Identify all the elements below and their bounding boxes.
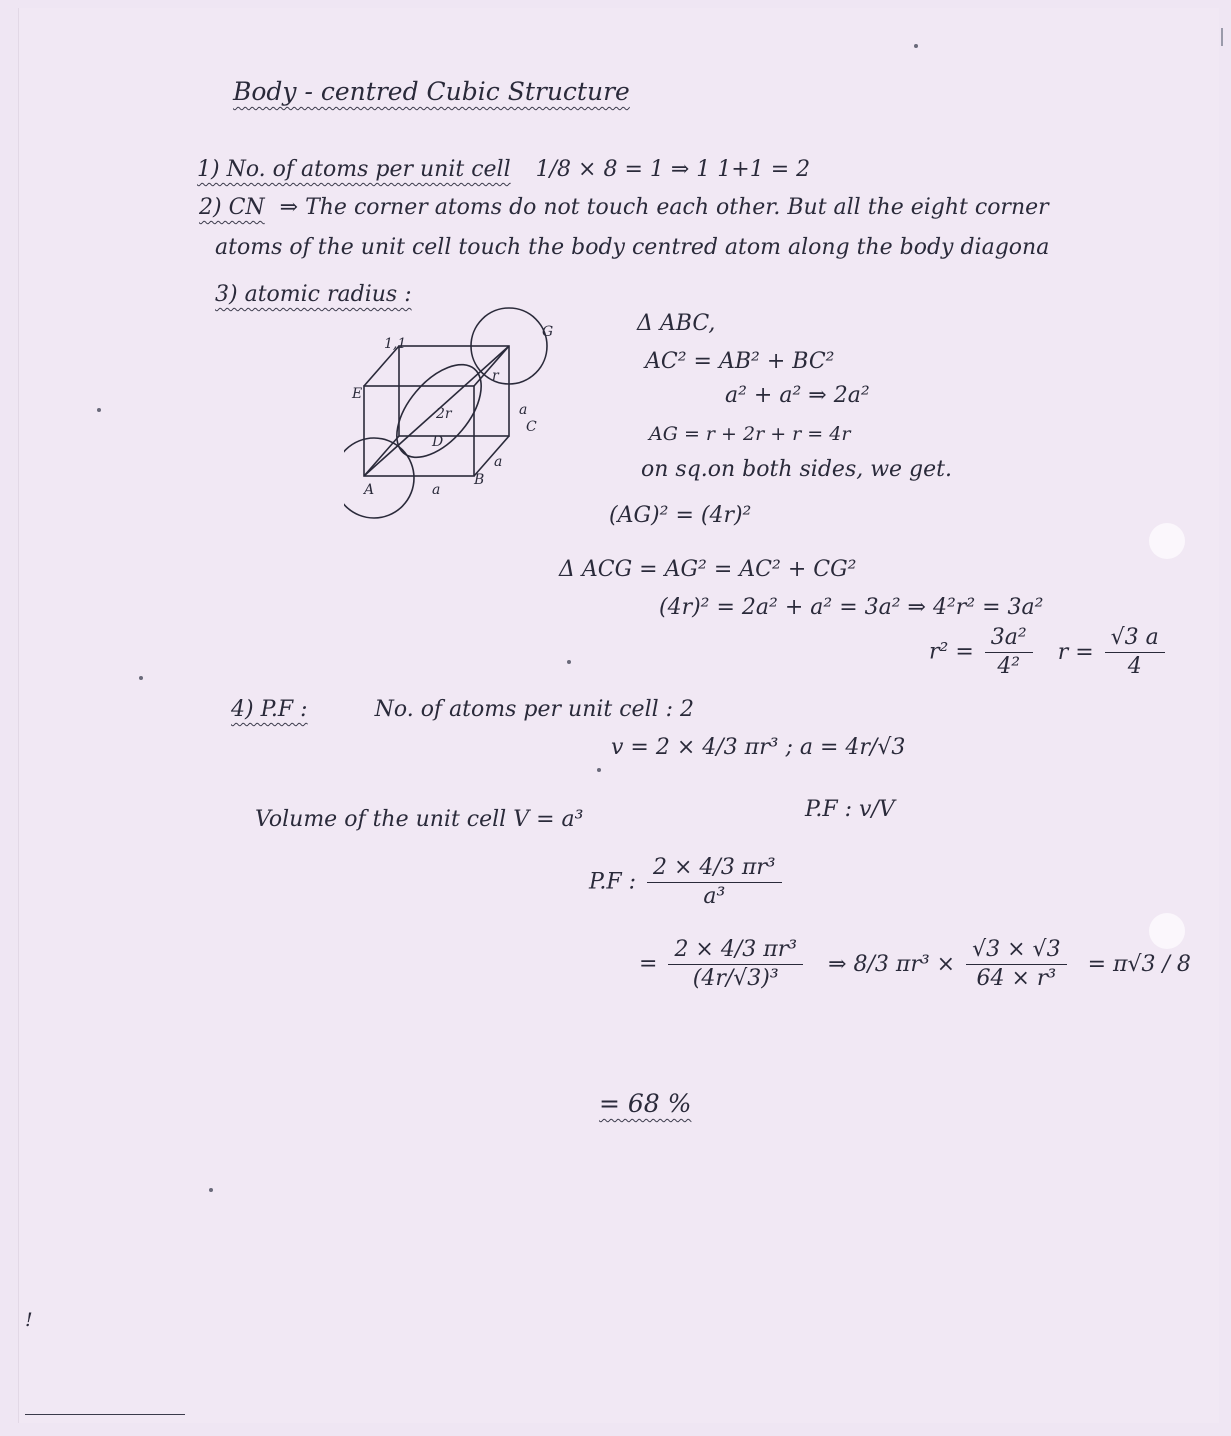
fraction-denominator: 4 — [1127, 654, 1142, 680]
diagram-label: A — [362, 482, 374, 498]
scan-highlight — [1149, 913, 1185, 949]
diagram-label: E — [351, 386, 362, 402]
cn-text-1: ⇒ The corner atoms do not touch each oth… — [279, 195, 1049, 220]
diagram-label: C — [526, 419, 537, 435]
fraction-numerator: 3a² — [984, 625, 1033, 654]
pf-step: = 2 × 4/3 πr³ (4r/√3)³ ⇒ 8/3 πr³ × √3 × … — [639, 937, 1191, 992]
scan-edge-mark — [1221, 28, 1223, 46]
pf-line: 4) P.F : No. of atoms per unit cell : 2 — [231, 697, 695, 722]
diagram-label: 1,1 — [384, 336, 406, 352]
corner-atom-a — [344, 437, 415, 519]
cn-label: 2) CN — [199, 195, 265, 220]
pf-formula-label: P.F : — [589, 869, 637, 895]
fraction-denominator: a³ — [703, 884, 726, 910]
scan-dot — [597, 768, 601, 772]
radius-eq-8: r² = 3a² 4² r = √3 a 4 — [929, 625, 1169, 680]
cn-line-1: 2) CN ⇒ The corner atoms do not touch ea… — [199, 195, 1049, 220]
diagram-label: r — [492, 368, 500, 384]
fraction-denominator: 64 × r³ — [976, 966, 1057, 992]
fraction-numerator: √3 × √3 — [966, 937, 1067, 966]
scan-highlight — [1149, 523, 1185, 559]
r-fraction: √3 a 4 — [1104, 625, 1165, 680]
page-title: Body - centred Cubic Structure — [233, 77, 630, 106]
diagram-label: a — [519, 402, 527, 418]
pf-step-fraction: 2 × 4/3 πr³ (4r/√3)³ — [668, 937, 804, 992]
page-bottom-rule — [25, 1414, 185, 1415]
pf-label: 4) P.F : — [231, 697, 308, 722]
corner-atom-g — [470, 307, 548, 385]
cn-line-2: atoms of the unit cell touch the body ce… — [215, 235, 1050, 260]
fraction-numerator: 2 × 4/3 πr³ — [668, 937, 804, 966]
diagram-label: 2r — [435, 406, 453, 422]
radius-eq-3: AG = r + 2r + r = 4r — [649, 423, 851, 445]
notebook-page: Body - centred Cubic Structure 1) No. of… — [18, 8, 1219, 1423]
pf-step-equals: = — [639, 951, 658, 977]
body-diagonal — [363, 345, 510, 477]
r-label: r = — [1057, 639, 1094, 665]
pf-formula: P.F : 2 × 4/3 πr³ a³ — [589, 855, 786, 910]
cube-front-face — [363, 385, 475, 477]
diagram-label: a — [494, 454, 502, 470]
radius-eq-5: (AG)² = (4r)² — [609, 503, 752, 528]
triangle-abc: Δ ABC, — [637, 311, 716, 336]
fraction-numerator: 2 × 4/3 πr³ — [647, 855, 782, 884]
r-squared-label: r² = — [929, 639, 974, 665]
pf-result-value: = 68 % — [599, 1089, 692, 1118]
atoms-per-cell-expr: 1/8 × 8 = 1 ⇒ 1 1+1 = 2 — [535, 157, 811, 182]
scan-dot — [139, 676, 143, 680]
fraction-denominator: (4r/√3)³ — [692, 966, 779, 992]
diagram-label: a — [432, 482, 440, 498]
atoms-per-cell-line: 1) No. of atoms per unit cell 1/8 × 8 = … — [197, 157, 811, 182]
body-centre-atom — [396, 363, 482, 459]
bcc-cube-diagram: 1,1 E G r 2r D a C B A a a — [344, 307, 553, 519]
scan-dot — [567, 660, 571, 664]
pf-result: = 68 % — [599, 1090, 691, 1118]
scan-dot — [209, 1188, 213, 1192]
pf-step-result: = π√3 / 8 — [1087, 951, 1191, 977]
pf-small-volume: v = 2 × 4/3 πr³ ; a = 4r/√3 — [611, 735, 906, 760]
diagram-label: D — [431, 434, 443, 450]
radius-eq-1: AC² = AB² + BC² — [645, 349, 835, 374]
radius-label: 3) atomic radius : — [215, 282, 412, 307]
radius-eq-6: Δ ACG = AG² = AC² + CG² — [559, 557, 857, 582]
margin-mark: ! — [25, 1309, 33, 1331]
pf-formula-fraction: 2 × 4/3 πr³ a³ — [647, 855, 782, 910]
pf-step-fraction-2: √3 × √3 64 × r³ — [966, 937, 1067, 992]
diagram-label: G — [542, 324, 553, 340]
radius-eq-4: on sq.on both sides, we get. — [641, 457, 952, 482]
atoms-per-cell-label: 1) No. of atoms per unit cell — [197, 157, 511, 182]
pf-step-mid: ⇒ 8/3 πr³ × — [828, 951, 956, 977]
fraction-denominator: 4² — [997, 654, 1021, 680]
scan-dot — [97, 408, 101, 412]
fraction-numerator: √3 a — [1104, 625, 1165, 654]
diagram-label: B — [473, 472, 484, 488]
pf-ratio: P.F : v/V — [805, 797, 895, 822]
pf-volume-line: Volume of the unit cell V = a³ — [255, 807, 584, 832]
scan-dot — [914, 44, 918, 48]
r-squared-fraction: 3a² 4² — [984, 625, 1033, 680]
radius-eq-2: a² + a² ⇒ 2a² — [725, 383, 870, 408]
pf-atoms: No. of atoms per unit cell : 2 — [374, 697, 695, 722]
radius-eq-7: (4r)² = 2a² + a² = 3a² ⇒ 4²r² = 3a² — [659, 595, 1044, 620]
cube-back-face — [398, 345, 510, 437]
